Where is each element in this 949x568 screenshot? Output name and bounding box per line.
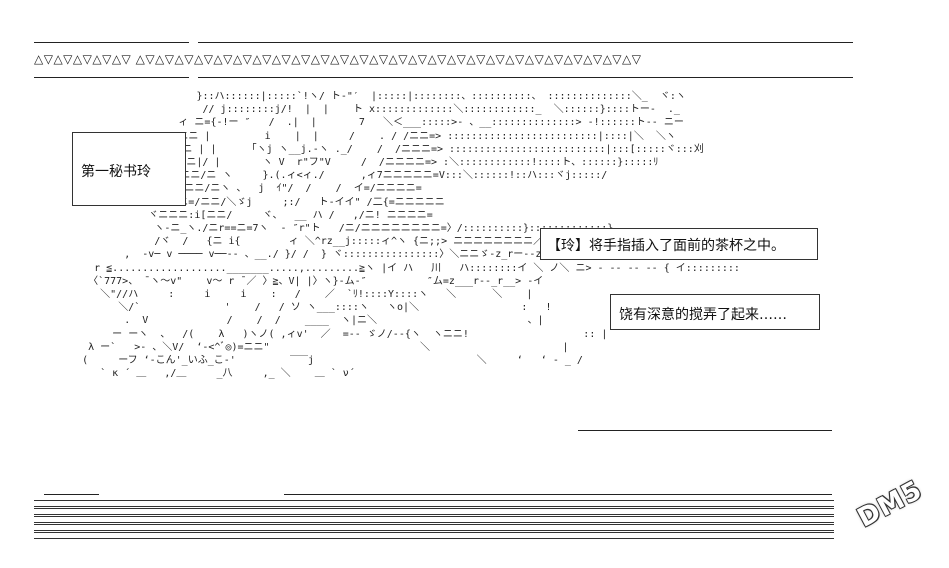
double-line-row [34,508,834,515]
site-watermark-logo: DM5 [852,475,928,534]
double-line-row [34,524,834,531]
dialogue-box: 【玲】将手指插入了面前的茶杯之中。 [540,228,818,260]
speaker-name-box: 第一秘书玲 [72,132,186,206]
dialogue-text: 饶有深意的搅弄了起来…… [619,307,787,323]
bottom-rule [284,494,832,495]
speaker-name-label: 第一秘书玲 [81,164,151,180]
double-line-row [34,500,834,507]
top-rule [34,77,189,78]
bottom-rule [44,494,99,495]
double-line-row [34,516,834,523]
dialogue-text: 【玲】将手指插入了面前的茶杯之中。 [547,238,785,254]
top-rule [34,42,189,43]
triangle-border-row: △▽△▽△▽△▽△▽ △▽△▽△▽△▽△▽△▽△▽△▽△▽△▽△▽△▽△▽△▽△… [34,52,642,66]
top-rule [198,77,853,78]
dialogue-box: 饶有深意的搅弄了起来…… [610,294,820,330]
double-line-row [34,532,834,539]
side-rule [578,430,832,431]
top-rule [198,42,853,43]
